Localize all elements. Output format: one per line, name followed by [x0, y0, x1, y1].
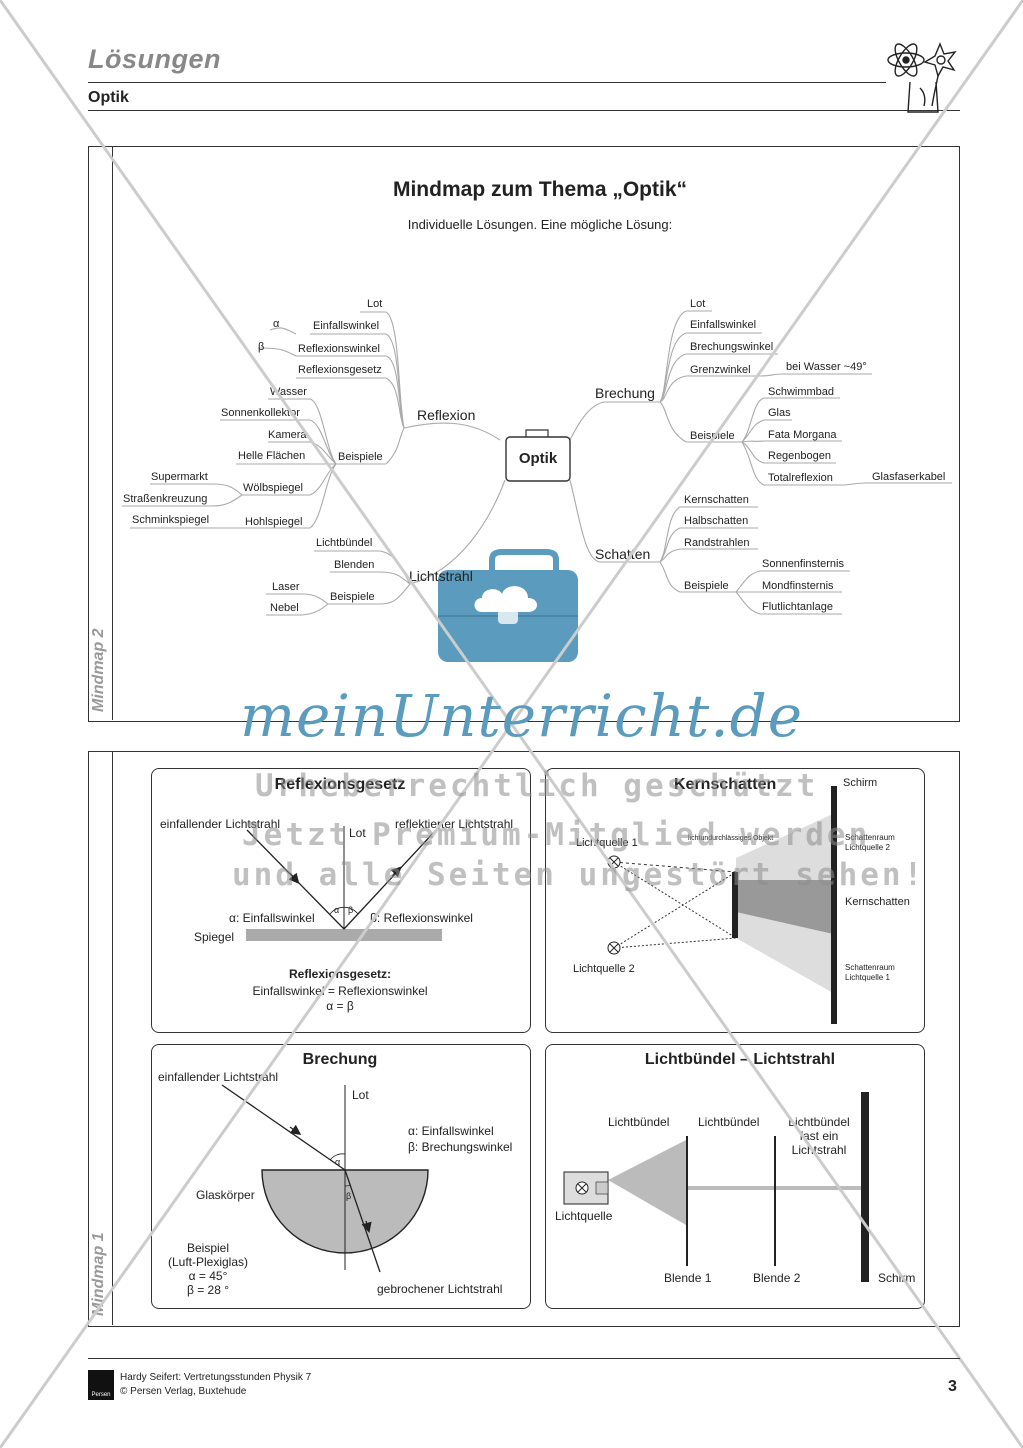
refl-alpha: α [334, 905, 340, 915]
br-alpha: α [335, 1157, 341, 1167]
lb-blende1: Blende 1 [664, 1271, 712, 1285]
refl-law-line1: Einfallswinkel = Reflexionswinkel [252, 984, 428, 998]
footer-rule [88, 1358, 960, 1359]
br-gebrochen: gebrochener Lichtstrahl [377, 1282, 503, 1296]
ks-kern: Kernschatten [845, 896, 910, 908]
br-b28: β = 28 ° [186, 1283, 230, 1297]
ks-sr1: Schattenraum Lichtquelle 1 [845, 963, 895, 982]
ks-lq2: Lichtquelle 2 [573, 963, 635, 975]
watermark-line-1: Urheberrechtlich geschützt [255, 768, 819, 804]
br-alpha-def: α: Einfallswinkel [408, 1124, 494, 1138]
watermark-line-3: und alle Seiten ungestört sehen! [232, 857, 926, 893]
refl-law-title: Reflexionsgesetz: [288, 967, 392, 981]
footer-line-1: Hardy Seifert: Vertretungsstunden Physik… [120, 1372, 312, 1383]
br-luft: (Luft-Plexiglas) [167, 1255, 249, 1269]
lb-blende2: Blende 2 [753, 1271, 801, 1285]
persen-logo [88, 1370, 114, 1400]
persen-logo-text: Persen [91, 1392, 111, 1398]
page-number: 3 [948, 1378, 957, 1395]
refl-beta: β [348, 905, 354, 915]
lb-3c: Lichtstrahl [791, 1143, 847, 1157]
brechung-title: Brechung [302, 1051, 378, 1068]
br-einfallend: einfallender Lichtstrahl [158, 1070, 279, 1084]
refl-reflexionswinkel: β: Reflexionswinkel [370, 911, 473, 925]
optics-diagrams [221, 786, 869, 1282]
br-beispiel: Beispiel [186, 1241, 230, 1255]
watermark-line-2: Jetzt Premium-Mitglied werden [242, 817, 871, 853]
lb-schirm: Schirm [878, 1271, 916, 1285]
lb-3b: fast ein [799, 1129, 839, 1143]
refl-einfallswinkel: α: Einfallswinkel [229, 911, 315, 925]
br-a45: α = 45° [188, 1269, 228, 1283]
br-beta: β [346, 1191, 352, 1201]
refl-spiegel: Spiegel [194, 930, 235, 944]
refl-law-line2: α = β [326, 999, 354, 1013]
br-glaskoerper: Glaskörper [196, 1188, 255, 1202]
lb-2: Lichtbündel [698, 1115, 760, 1129]
ks-schirm: Schirm [843, 777, 878, 789]
lb-3a: Lichtbündel [788, 1115, 850, 1129]
br-lot: Lot [352, 1088, 369, 1102]
lb-lichtquelle: Lichtquelle [555, 1209, 613, 1223]
footer-line-2: © Persen Verlag, Buxtehude [120, 1386, 247, 1397]
lichtbuendel-title: Lichtbündel – Lichtstrahl [644, 1051, 836, 1068]
br-beta-def: β: Brechungswinkel [408, 1140, 513, 1154]
lb-1: Lichtbündel [608, 1115, 670, 1129]
watermark-brand: meinUnterricht.de [240, 682, 804, 750]
